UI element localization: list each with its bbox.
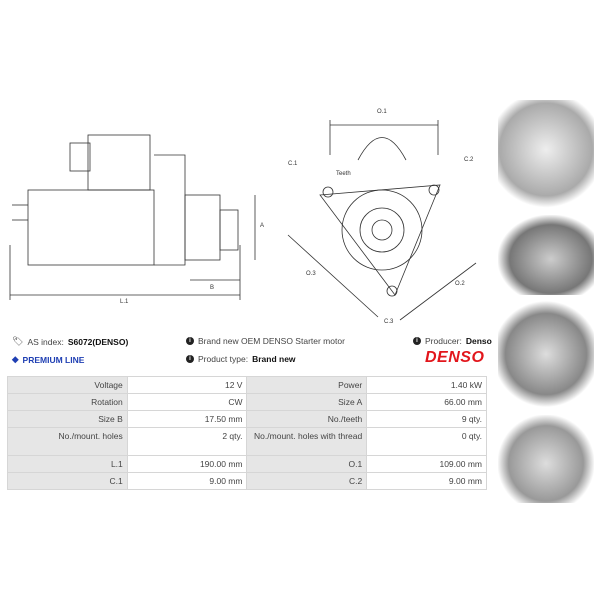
- spec-label: C.1: [7, 472, 128, 490]
- product-type: i Product type: Brand new: [186, 354, 296, 364]
- info-icon: i: [186, 355, 194, 363]
- label-c2: C.2: [464, 157, 474, 163]
- spec-label: No./teeth: [246, 410, 368, 428]
- label-c3: C.3: [384, 319, 394, 325]
- spec-label: No./mount. holes with thread: [246, 427, 368, 456]
- label-a: A: [260, 223, 264, 229]
- product-photo-side[interactable]: [498, 215, 594, 295]
- technical-drawing: L.1 A B O.1 O.2 O.3 C.1 C.2 C.3 Teeth: [9, 109, 477, 325]
- side-view-drawing: [9, 134, 256, 300]
- spec-value: 12 V: [126, 376, 248, 394]
- spec-value: 1.40 kW: [366, 376, 487, 394]
- info-icon: i: [413, 337, 421, 345]
- spec-value: 17.50 mm: [126, 410, 248, 428]
- producer: i Producer: Denso: [413, 336, 492, 346]
- label-o1: O.1: [377, 109, 387, 115]
- product-photo-front[interactable]: [498, 100, 594, 210]
- description: i Brand new OEM DENSO Starter motor: [186, 336, 345, 346]
- label-c1: C.1: [288, 161, 298, 167]
- front-view-drawing: [287, 120, 477, 321]
- spec-label: Rotation: [7, 393, 128, 411]
- spec-label: Size B: [7, 410, 128, 428]
- label-b: B: [210, 285, 214, 291]
- label-teeth: Teeth: [336, 171, 351, 177]
- spec-label: O.1: [246, 455, 368, 473]
- spec-value: 9.00 mm: [366, 472, 487, 490]
- spec-label: Power: [246, 376, 368, 394]
- label-o3: O.3: [306, 271, 316, 277]
- label-l1: L.1: [120, 299, 129, 305]
- label-o2: O.2: [455, 281, 465, 287]
- spec-label: Size A: [246, 393, 368, 411]
- spec-value: 9.00 mm: [126, 472, 248, 490]
- tags-icon: 🏷: [12, 336, 24, 346]
- premium-line-badge: ◆ PREMIUM LINE: [12, 354, 85, 365]
- spec-label: No./mount. holes: [7, 427, 128, 456]
- spec-value: 66.00 mm: [366, 393, 487, 411]
- spec-value: 0 qty.: [366, 427, 487, 456]
- spec-value: 190.00 mm: [126, 455, 248, 473]
- product-photo-angle[interactable]: [498, 415, 594, 503]
- as-index: 🏷 AS index: S6072(DENSO): [12, 336, 129, 347]
- diamond-icon: ◆: [12, 354, 19, 364]
- spec-label: Voltage: [7, 376, 128, 394]
- spec-label: L.1: [7, 455, 128, 473]
- info-icon: i: [186, 337, 194, 345]
- denso-logo: DENSO: [425, 349, 485, 366]
- spec-value: 109.00 mm: [366, 455, 487, 473]
- spec-value: CW: [126, 393, 248, 411]
- product-photo-rear[interactable]: [498, 298, 594, 410]
- spec-label: C.2: [246, 472, 368, 490]
- spec-value: 9 qty.: [366, 410, 487, 428]
- spec-value: 2 qty.: [126, 427, 248, 456]
